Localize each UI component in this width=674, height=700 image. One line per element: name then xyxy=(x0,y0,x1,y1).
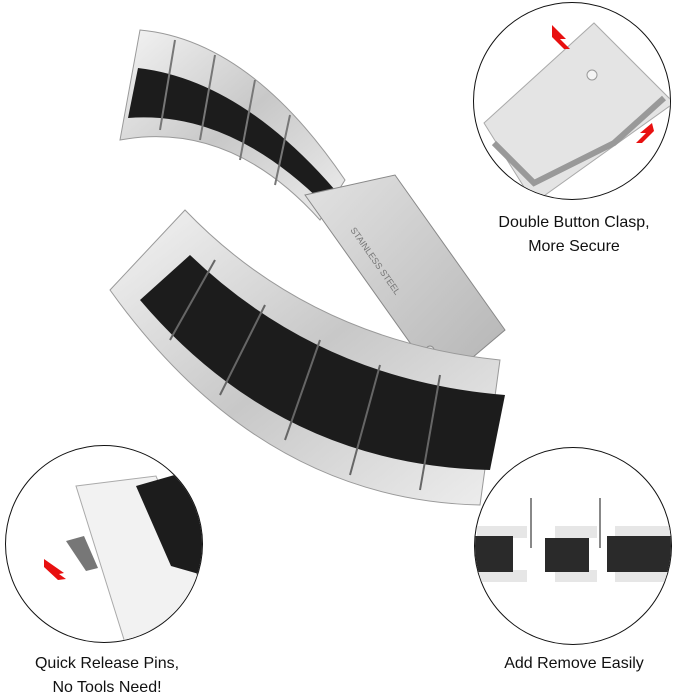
links-detail-circle xyxy=(474,447,672,645)
links-caption: Add Remove Easily xyxy=(504,655,644,672)
pins-detail-image xyxy=(44,467,202,642)
clasp-detail-circle xyxy=(473,2,671,200)
clasp-caption: Double Button Clasp, More Secure xyxy=(498,214,650,255)
pins-detail-circle xyxy=(5,445,203,643)
links-detail-image xyxy=(475,498,671,582)
arrow-icon xyxy=(552,25,570,49)
arrow-icon xyxy=(636,123,654,143)
arrow-icon xyxy=(44,559,66,580)
pins-caption: Quick Release Pins, No Tools Need! xyxy=(34,655,180,696)
clasp-detail-image xyxy=(483,22,670,199)
